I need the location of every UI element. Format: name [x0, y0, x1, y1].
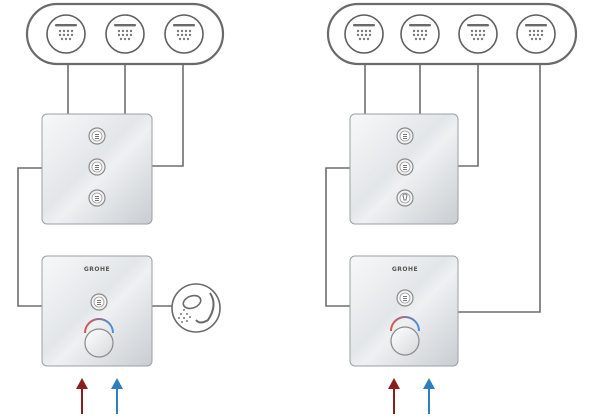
shower-head-icon	[46, 14, 86, 54]
diverter-button[interactable]	[396, 189, 414, 207]
shower-head-icon	[516, 14, 556, 54]
shower-head-icon	[400, 14, 440, 54]
brand-logo: GROHE	[84, 266, 110, 273]
diverter-button[interactable]	[396, 127, 414, 145]
diverter-panel-left	[41, 113, 153, 225]
shower-head-icon	[164, 14, 204, 54]
diverter-button[interactable]	[396, 158, 414, 176]
thermostat-panel-right: GROHE	[349, 255, 459, 367]
shower-head-icon	[344, 14, 384, 54]
thermostat-button[interactable]	[396, 289, 414, 307]
hot-water-arrow-icon	[76, 378, 88, 414]
shower-head-icon	[105, 14, 145, 54]
shower-head-icon	[458, 14, 498, 54]
pipes-right	[325, 64, 541, 313]
cold-water-arrow-icon	[111, 378, 123, 414]
brand-logo: GROHE	[392, 266, 418, 273]
diverter-button[interactable]	[88, 127, 106, 145]
cold-water-arrow-icon	[423, 378, 435, 414]
diverter-button[interactable]	[88, 158, 106, 176]
diagram-left: GROHE	[17, 2, 225, 414]
outlet-rail-left	[25, 2, 225, 66]
hot-water-arrow-icon	[388, 378, 400, 414]
thermostat-panel-left: GROHE	[41, 255, 153, 367]
temperature-knob[interactable]	[84, 328, 114, 358]
outlet-rail-right	[326, 2, 578, 66]
diverter-panel-right	[349, 113, 459, 225]
diagram-right: GROHE	[325, 2, 578, 414]
diverter-button[interactable]	[88, 189, 106, 207]
pipes-left	[17, 64, 184, 307]
hand-shower-icon	[171, 283, 221, 333]
temperature-knob[interactable]	[390, 326, 420, 356]
thermostat-button[interactable]	[90, 293, 108, 311]
